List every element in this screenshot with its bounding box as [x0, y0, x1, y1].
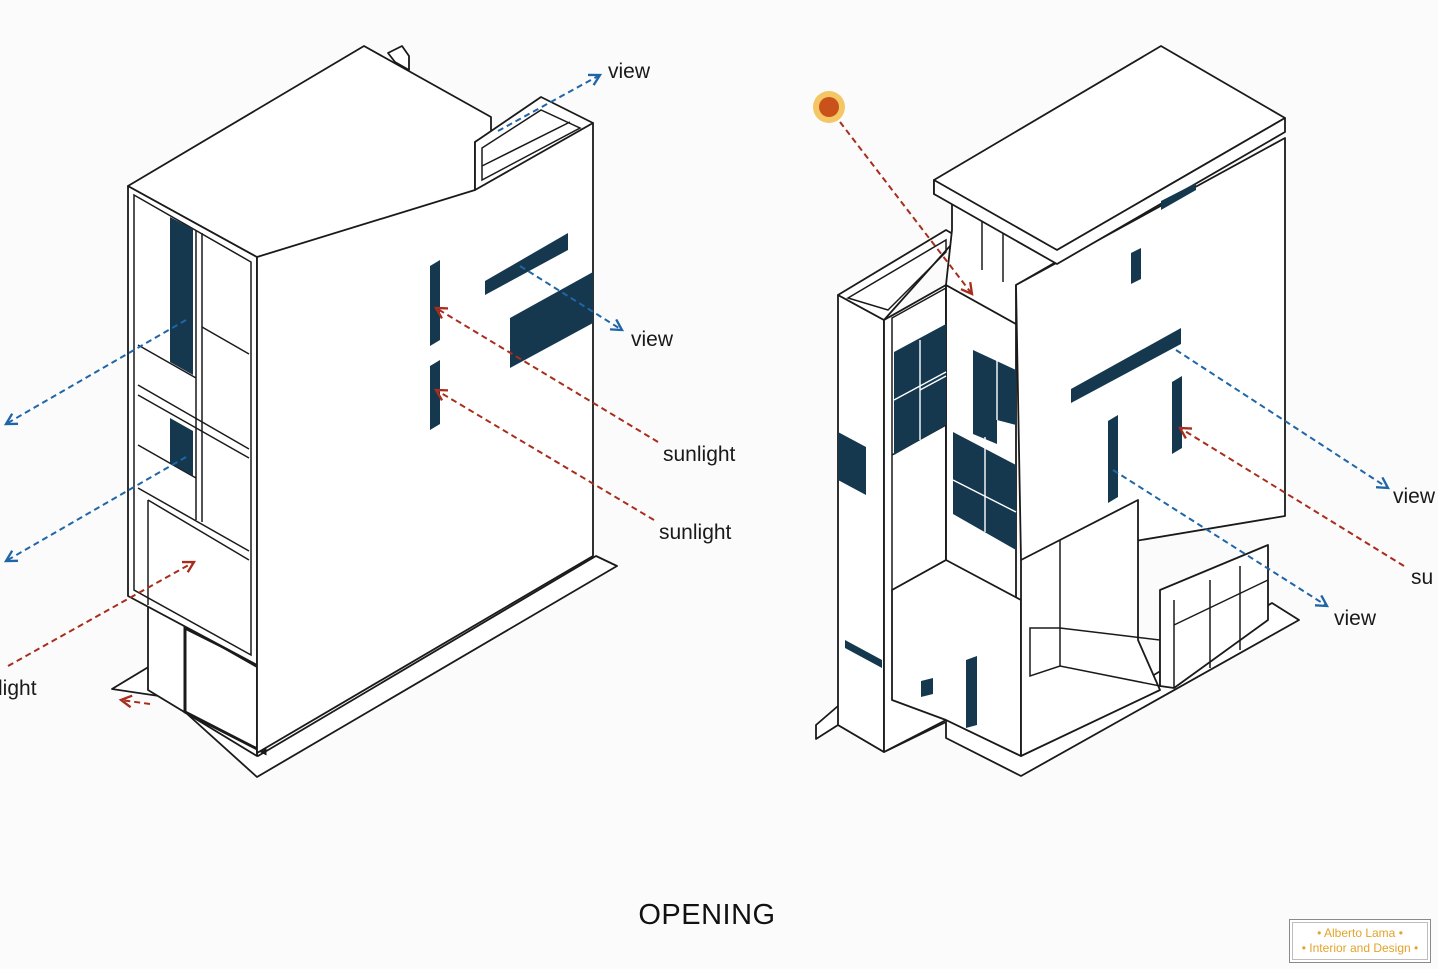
sunlight-arrow-entrance [121, 700, 151, 704]
right-side-slot-short [1131, 248, 1141, 284]
label-light-cropped: light [0, 677, 37, 700]
left-building [111, 45, 618, 778]
label-sun-cropped: su [1411, 566, 1433, 589]
right-side-slot-top [1161, 183, 1196, 210]
right-left-tower-rim [846, 238, 947, 311]
sunlight-arrow-front [7, 562, 194, 667]
sun-core [819, 97, 839, 117]
watermark-line-1: • Alberto Lama • [1317, 926, 1403, 940]
diagram-title: OPENING [638, 899, 775, 931]
left-front-inner-frame [133, 193, 252, 657]
right-screen-h1 [1173, 579, 1269, 626]
left-side-strip [485, 233, 568, 295]
watermark-line-2: • Interior and Design • [1301, 941, 1419, 955]
right-screen-wall [1159, 544, 1269, 689]
right-main-roof-edge [933, 117, 1286, 265]
right-slot-bottom-square [921, 678, 933, 697]
right-window-mullions [893, 340, 1017, 532]
right-side-strip [1071, 328, 1181, 403]
label-view-roof: view [608, 60, 651, 83]
left-facade-grid [137, 230, 250, 605]
right-side-slot-2 [1172, 376, 1182, 454]
right-left-tower [837, 294, 885, 753]
right-building [813, 45, 1300, 777]
right-window-mid-upper [973, 350, 1016, 444]
right-window-tower-left [838, 432, 866, 495]
sunlight-arrow-side-upper [436, 308, 659, 443]
left-roof-terrace-rail [481, 121, 571, 167]
left-side-slot-2 [430, 360, 440, 430]
view-arrow-front-lower [6, 456, 187, 561]
label-sunlight-upper: sunlight [663, 443, 736, 466]
right-side-slot-1 [1108, 415, 1118, 503]
left-roof-parapet [387, 45, 410, 71]
left-side-window-large [510, 272, 593, 368]
left-roof-terrace-inner [481, 109, 582, 182]
view-arrow-right-lower [1112, 469, 1327, 606]
right-lower-court [1020, 499, 1161, 757]
left-side-slot-1 [430, 260, 440, 346]
right-slot-bottom-strip [845, 640, 882, 668]
sunlight-arrow-right [1180, 428, 1405, 567]
view-arrow-right-upper [1175, 349, 1388, 488]
left-front-window-tall [170, 217, 193, 375]
right-slot-bottom-tall [966, 656, 977, 728]
view-arrow-side [519, 265, 622, 330]
label-view-right-lower: view [1334, 607, 1377, 630]
left-front-window-small [170, 418, 193, 476]
sunlight-arrow-side-lower [436, 390, 655, 521]
label-view-right-upper: view [1393, 485, 1436, 508]
label-view-side: view [631, 328, 674, 351]
sunlight-arrow-from-sun [839, 121, 972, 294]
view-arrows [6, 75, 1388, 606]
view-arrow-front-upper [6, 319, 187, 424]
right-front-panel-frame [891, 286, 947, 592]
sunlight-arrows [7, 121, 1405, 704]
label-sunlight-lower: sunlight [659, 521, 732, 544]
watermark-credit: • Alberto Lama • • Interior and Design • [1289, 919, 1431, 963]
